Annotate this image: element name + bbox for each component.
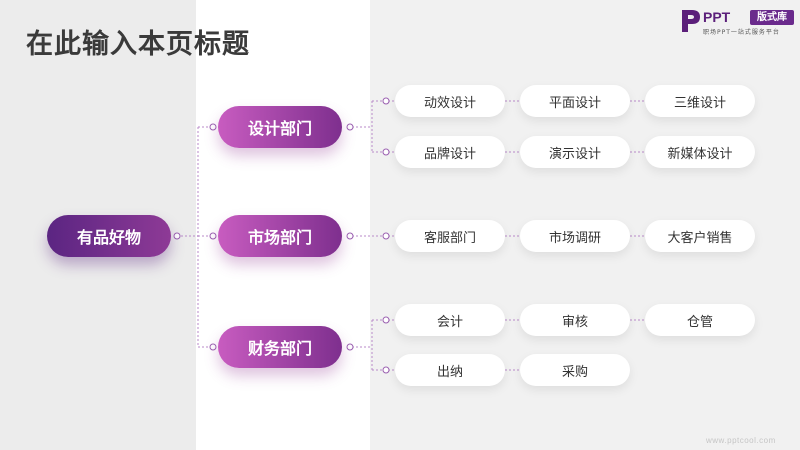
leaf-node: 会计: [395, 304, 505, 336]
logo-p-icon: [682, 10, 700, 32]
footer-url: www.pptcool.com: [706, 436, 776, 445]
leaf-node: 三维设计: [645, 85, 755, 117]
leaf-node: 新媒体设计: [645, 136, 755, 168]
brand-logo: PPT 版式库 职场PPT一站式服务平台: [680, 8, 796, 36]
leaf-node: 出纳: [395, 354, 505, 386]
leaf-node: 审核: [520, 304, 630, 336]
logo-tagline: 职场PPT一站式服务平台: [703, 29, 780, 36]
dept-node-finance: 财务部门: [218, 326, 342, 368]
logo-badge: 版式库: [750, 10, 794, 25]
leaf-node: 市场调研: [520, 220, 630, 252]
leaf-node: 大客户销售: [645, 220, 755, 252]
leaf-node: 平面设计: [520, 85, 630, 117]
dept-node-market: 市场部门: [218, 215, 342, 257]
leaf-node: 仓管: [645, 304, 755, 336]
logo-brand-text: PPT: [703, 9, 731, 25]
dept-node-design: 设计部门: [218, 106, 342, 148]
page-title: 在此输入本页标题: [26, 29, 250, 60]
leaf-node: 品牌设计: [395, 136, 505, 168]
leaf-node: 采购: [520, 354, 630, 386]
leaf-node: 动效设计: [395, 85, 505, 117]
leaf-node: 客服部门: [395, 220, 505, 252]
root-node: 有品好物: [47, 215, 171, 257]
leaf-node: 演示设计: [520, 136, 630, 168]
